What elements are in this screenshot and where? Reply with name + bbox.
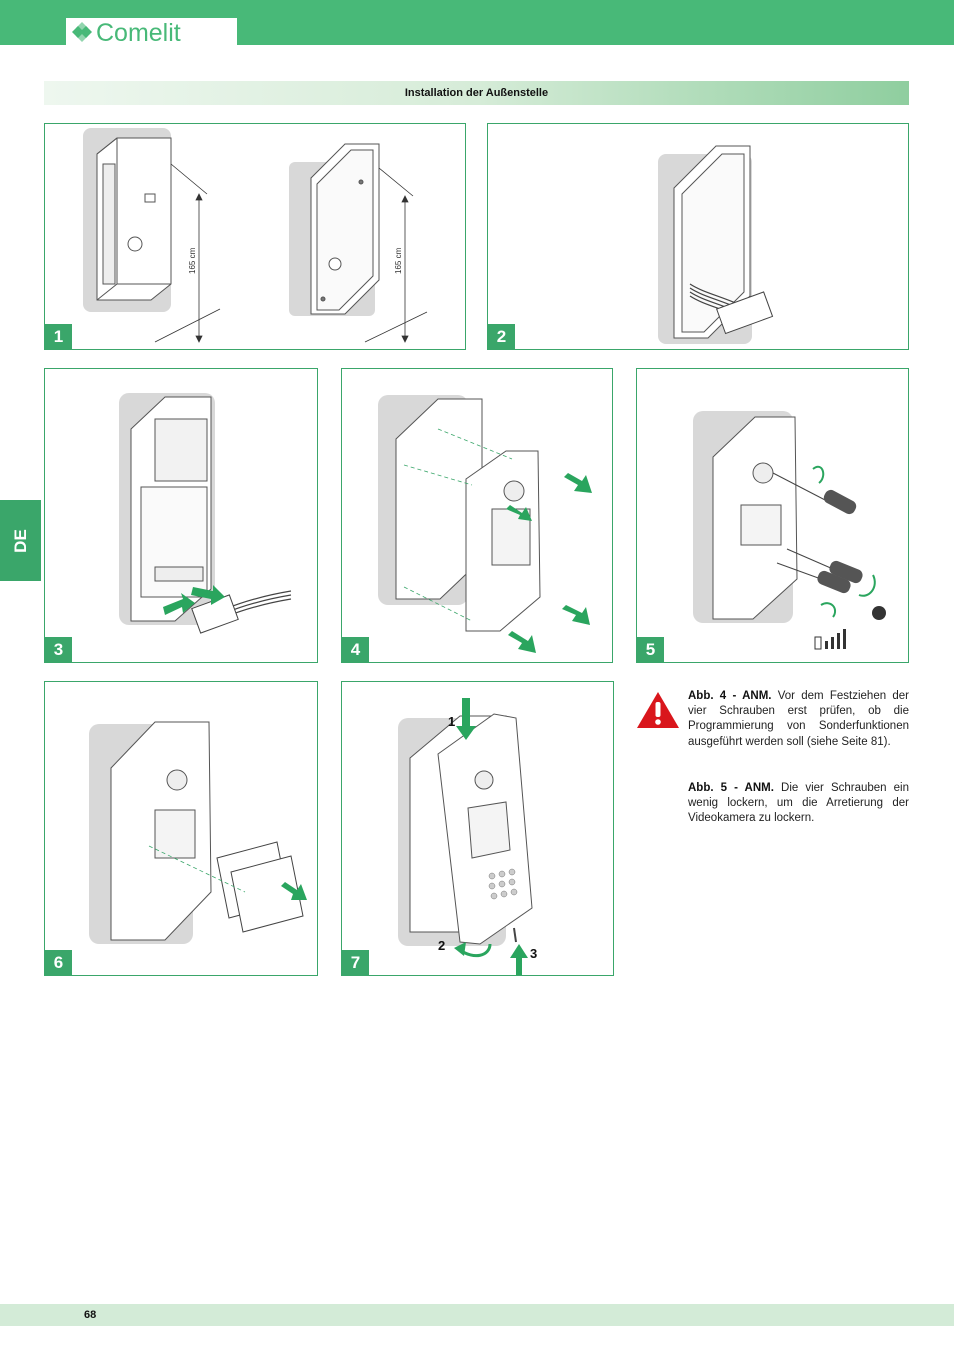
svg-text:1: 1 [448,714,455,729]
figure-number: 4 [342,637,369,662]
figure-number: 7 [342,950,369,975]
figure-6: 6 [44,681,318,976]
footer-bar: 68 [0,1304,954,1326]
language-tab: DE [0,500,41,581]
page-number: 68 [84,1309,97,1321]
section-title-bar: Installation der Außenstelle [44,81,909,105]
figure-number: 5 [637,637,664,662]
figure-number: 2 [488,324,515,349]
svg-text:2: 2 [438,938,445,953]
svg-text:3: 3 [530,946,537,961]
warning-triangle-icon [637,692,679,728]
svg-text:165 cm: 165 cm [188,247,197,274]
svg-text:165 cm: 165 cm [394,247,403,274]
figure-3: 3 [44,368,318,663]
svg-text:Comelit: Comelit [96,19,181,46]
language-label: DE [10,528,30,553]
comelit-logo: Comelit [66,18,237,46]
section-title: Installation der Außenstelle [404,87,549,99]
note-abb-4: Abb. 4 - ANM. Vor dem Festziehen der vie… [688,690,909,748]
figure-number: 3 [45,637,72,662]
figure-7: 1 2 3 7 [341,681,614,976]
figure-number: 6 [45,950,72,975]
figure-5: 5 [636,368,909,663]
note-abb-5: Abb. 5 - ANM. Die vier Schrauben ein wen… [688,782,909,825]
figure-1: 165 cm 165 cm 1 [44,123,466,350]
figure-4: 4 [341,368,613,663]
figure-2: 2 [487,123,909,350]
figure-number: 1 [45,324,72,349]
